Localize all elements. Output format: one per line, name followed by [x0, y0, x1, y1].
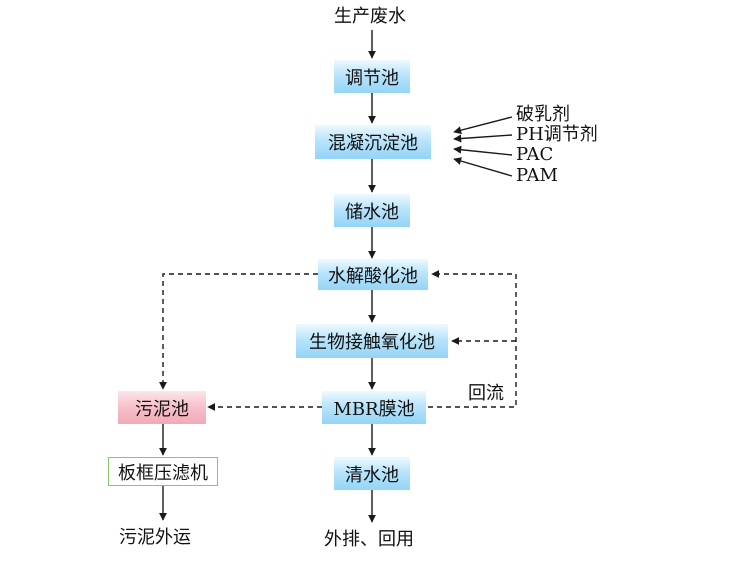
sludge-tank: 污泥池	[118, 391, 206, 424]
chemical-demulsifier: 破乳剂	[516, 104, 570, 125]
effluent-label: 外排、回用	[324, 529, 414, 550]
regulating-tank-label: 调节池	[345, 67, 399, 89]
sludge-out-label: 污泥外运	[119, 527, 191, 548]
source-label: 生产废水	[334, 6, 406, 27]
arrow-pac	[453, 145, 513, 156]
chemical-pac: PAC	[516, 144, 554, 165]
sludge-line-from-hydrolysis	[159, 273, 318, 390]
arrow-pam	[453, 157, 513, 177]
plate-frame-filter-press: 板框压滤机	[108, 457, 218, 486]
chemical-pam: PAM	[516, 165, 558, 186]
arrow-ph-adjuster	[453, 134, 513, 143]
arrow-demulsifier	[453, 116, 513, 135]
coag-sed-tank-label: 混凝沉淀池	[328, 133, 418, 154]
hydrolysis-acidification-tank: 水解酸化池	[318, 259, 428, 290]
coagulation-sedimentation-tank: 混凝沉淀池	[315, 125, 431, 159]
filter-press-label: 板框压滤机	[118, 462, 208, 484]
hydrolysis-tank-label: 水解酸化池	[328, 265, 418, 287]
clear-water-tank-label: 清水池	[345, 464, 399, 486]
reflux-label: 回流	[468, 383, 504, 404]
chemical-ph-adjuster: PH调节剂	[516, 124, 598, 145]
mbr-membrane-tank: MBR膜池	[322, 391, 426, 424]
mbr-tank-label: MBR膜池	[333, 398, 415, 420]
clear-water-tank: 清水池	[334, 457, 410, 490]
storage-tank-label: 储水池	[345, 201, 399, 223]
regulating-tank: 调节池	[334, 60, 410, 93]
contact-oxidation-tank: 生物接触氧化池	[296, 324, 448, 358]
contact-oxidation-tank-label: 生物接触氧化池	[309, 332, 435, 353]
sludge-tank-label: 污泥池	[135, 398, 189, 420]
storage-tank: 储水池	[334, 194, 410, 227]
